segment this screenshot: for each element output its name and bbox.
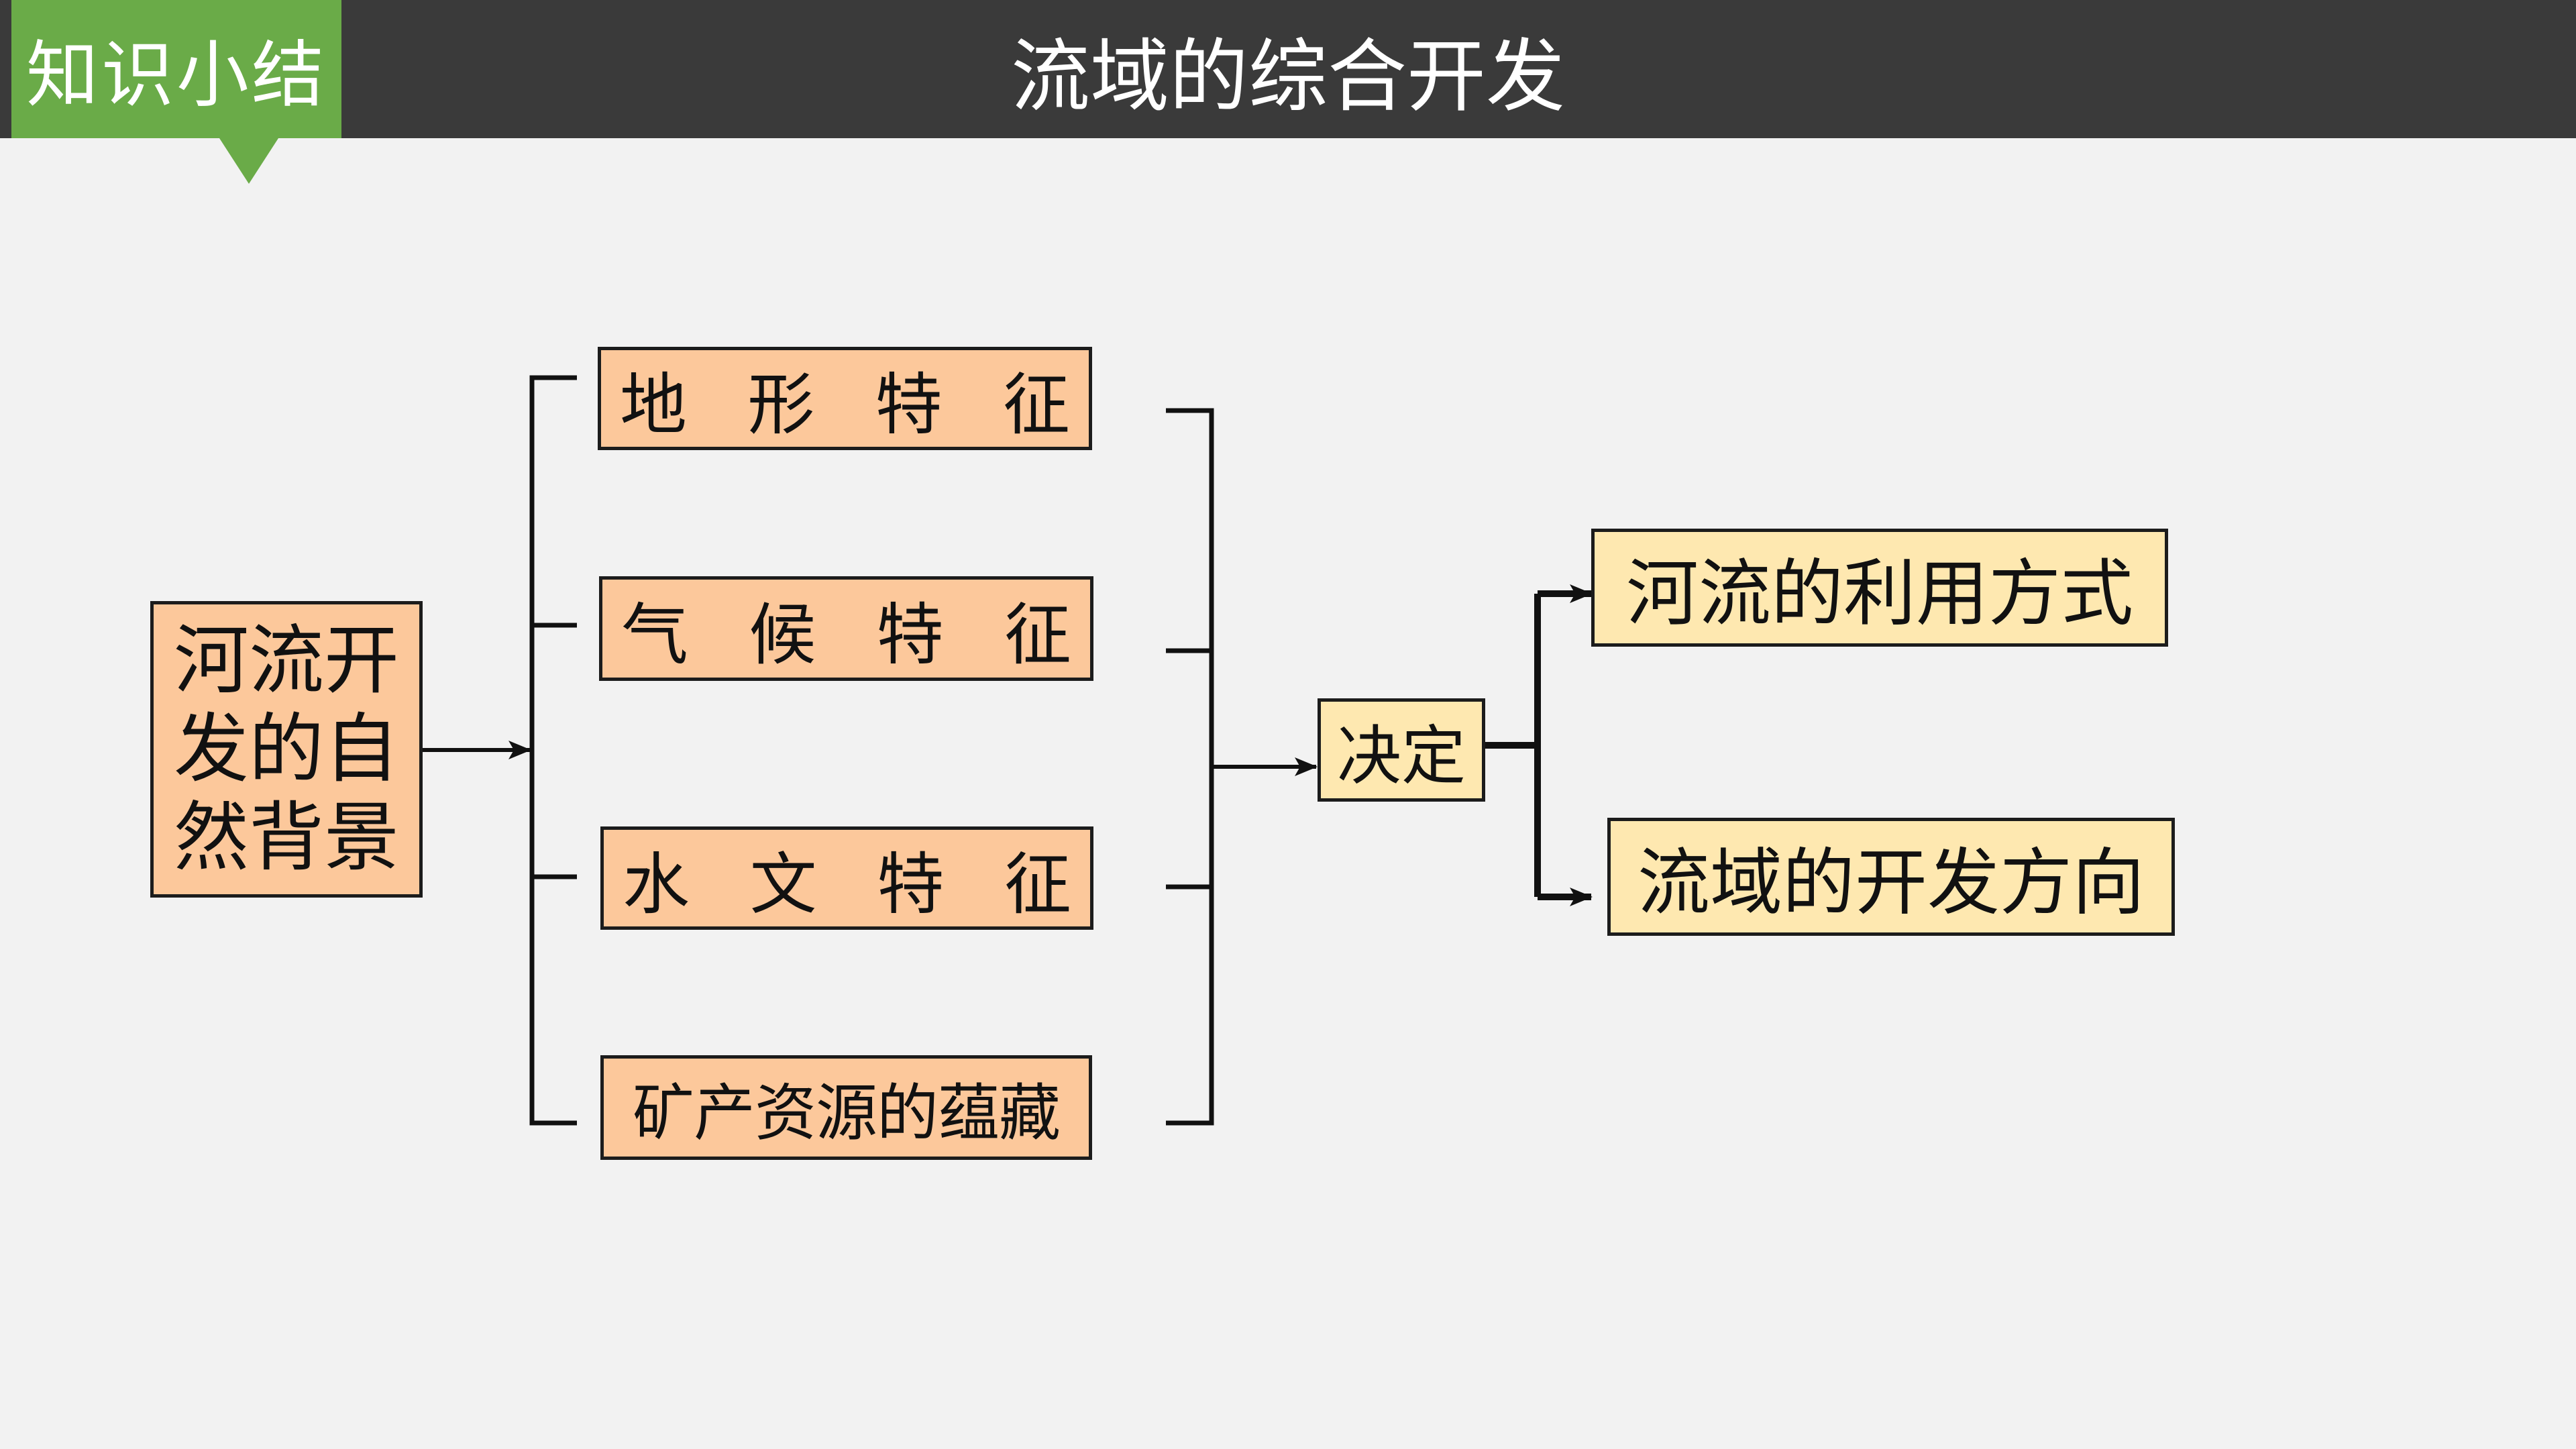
decide-label: 决定 — [1337, 718, 1466, 794]
factor-minerals-label: 矿产资源的蕴藏 — [632, 1077, 1061, 1149]
outcome-utilization-box: 河流的利用方式 — [1591, 529, 2168, 647]
header-bar — [0, 0, 2576, 138]
natural-background-line-3: 然背景 — [174, 794, 399, 881]
natural-background-box: 河流开 发的自 然背景 — [150, 601, 423, 898]
factor-climate-char: 征 — [1004, 595, 1071, 674]
section-tag-pointer — [219, 138, 278, 184]
outcome-utilization-label: 河流的利用方式 — [1625, 552, 2133, 636]
left-bracket — [529, 375, 577, 1126]
factor-landform-char: 形 — [747, 365, 815, 444]
natural-background-line-1: 河流开 — [174, 617, 399, 704]
right-bracket — [1166, 408, 1214, 1126]
factor-climate-char: 气 — [621, 595, 688, 674]
page-title: 流域的综合开发 — [1010, 30, 1565, 123]
factor-climate-char: 候 — [749, 595, 816, 674]
factor-hydrology-char: 特 — [877, 845, 945, 924]
factor-landform-box: 地 形 特 征 — [598, 347, 1092, 450]
factor-landform-char: 特 — [875, 365, 943, 444]
factor-climate-char: 特 — [876, 595, 944, 674]
outcome-direction-label: 流域的开发方向 — [1637, 841, 2145, 925]
factor-hydrology-char: 文 — [749, 845, 817, 924]
factor-hydrology-char: 水 — [623, 845, 690, 924]
factor-climate-box: 气 候 特 征 — [599, 576, 1093, 681]
outcome-direction-box: 流域的开发方向 — [1607, 818, 2175, 936]
factor-landform-char: 地 — [620, 365, 687, 444]
factor-minerals-box: 矿产资源的蕴藏 — [600, 1055, 1092, 1160]
section-tag: 知识小结 — [11, 0, 341, 138]
factor-hydrology-char: 征 — [1004, 845, 1071, 924]
factor-hydrology-box: 水 文 特 征 — [600, 826, 1093, 930]
natural-background-line-2: 发的自 — [174, 706, 399, 793]
decide-box: 决定 — [1318, 698, 1485, 802]
factor-landform-char: 征 — [1002, 365, 1070, 444]
